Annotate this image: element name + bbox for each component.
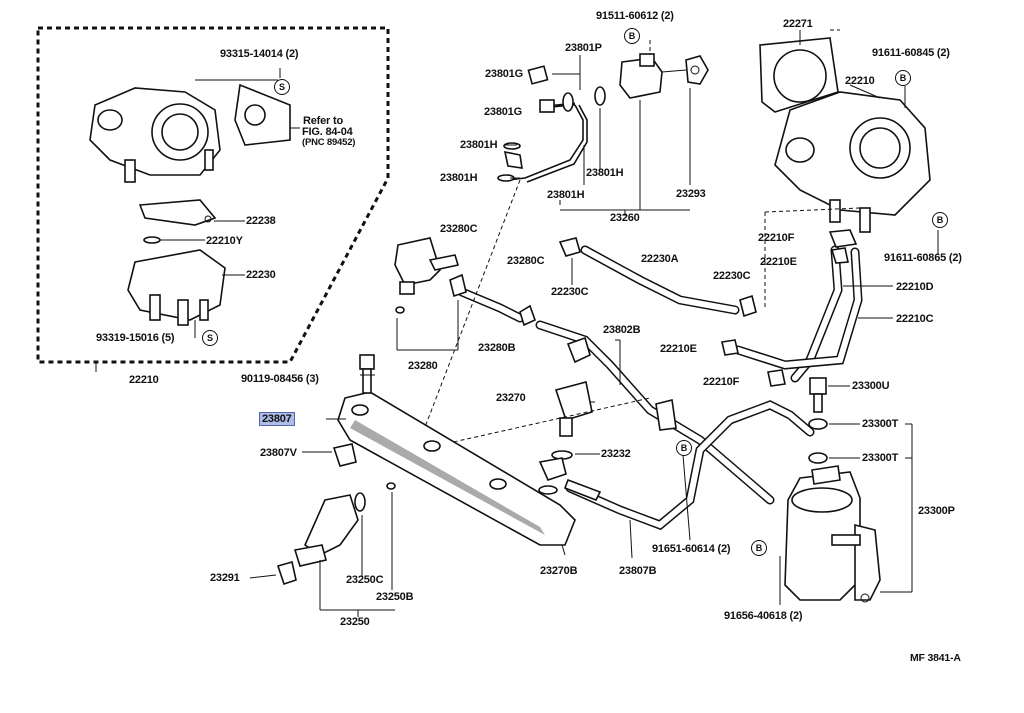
label-22210e-a[interactable]: 22210E: [760, 256, 797, 268]
label-23801h-b[interactable]: 23801H: [440, 172, 478, 184]
fuel-filter-23300p: [784, 465, 881, 603]
figure-reference-code: MF 3841-A: [910, 652, 961, 664]
label-22210c[interactable]: 22210C: [896, 313, 934, 325]
label-23280c-b[interactable]: 23280C: [507, 255, 545, 267]
label-23250c[interactable]: 23250C: [346, 574, 384, 586]
label-refer-to: Refer to: [303, 115, 343, 127]
gasket-22271: [759, 37, 839, 113]
label-23801h-c[interactable]: 23801H: [547, 189, 585, 201]
label-22210e-b[interactable]: 22210E: [660, 343, 697, 355]
label-93315[interactable]: 93315-14014 (2): [220, 48, 299, 60]
label-23250b[interactable]: 23250B: [376, 591, 414, 603]
fuel-pipe-23801p: [497, 65, 606, 183]
throttle-body-left: [89, 87, 221, 183]
label-22230a[interactable]: 22230A: [641, 253, 679, 265]
label-23807-selected[interactable]: 23807: [259, 412, 295, 426]
air-valve-22230: [127, 249, 226, 326]
insulator-23807v: [332, 443, 357, 467]
clamp-22230c-b: [739, 294, 757, 318]
label-22210-top[interactable]: 22210: [845, 75, 875, 87]
label-22210f-b[interactable]: 22210F: [703, 376, 740, 388]
pulsation-damper-23293: [619, 53, 709, 99]
label-23293[interactable]: 23293: [676, 188, 706, 200]
label-22230[interactable]: 22230: [246, 269, 276, 281]
label-23801p[interactable]: 23801P: [565, 42, 602, 54]
label-22210f-a[interactable]: 22210F: [758, 232, 795, 244]
label-23300p[interactable]: 23300P: [918, 505, 955, 517]
label-23801g-b[interactable]: 23801G: [484, 106, 522, 118]
s-badge-icon: S: [202, 330, 218, 346]
label-23260[interactable]: 23260: [610, 212, 640, 224]
delivery-pipe-23807: [337, 391, 576, 546]
label-22271[interactable]: 22271: [783, 18, 813, 30]
fuel-injector-23250: [276, 482, 396, 586]
label-91651[interactable]: 91651-60614 (2): [652, 543, 731, 555]
label-23300t-a[interactable]: 23300T: [862, 418, 899, 430]
throttle-plate-left: [234, 83, 291, 146]
label-23232[interactable]: 23232: [601, 448, 631, 460]
label-22210d[interactable]: 22210D: [896, 281, 934, 293]
label-93319[interactable]: 93319-15016 (5): [96, 332, 175, 344]
fuel-pressure-regulator-23270: [538, 381, 602, 502]
label-22230c-b[interactable]: 22230C: [713, 270, 751, 282]
label-refer-fig[interactable]: FIG. 84-04: [302, 126, 353, 138]
throttle-body-right: [774, 91, 931, 233]
label-91656[interactable]: 91656-40618 (2): [724, 610, 803, 622]
label-23280c-a[interactable]: 23280C: [440, 223, 478, 235]
clamps-22210f-e: [721, 229, 858, 387]
label-91611-a[interactable]: 91611-60845 (2): [872, 47, 950, 59]
label-22238[interactable]: 22238: [246, 215, 276, 227]
label-23807v[interactable]: 23807V: [260, 447, 297, 459]
label-23280[interactable]: 23280: [408, 360, 438, 372]
label-23807b[interactable]: 23807B: [619, 565, 657, 577]
label-23802b[interactable]: 23802B: [603, 324, 641, 336]
gasket-22238: [138, 199, 217, 226]
label-23291[interactable]: 23291: [210, 572, 240, 584]
label-23801g-a[interactable]: 23801G: [485, 68, 523, 80]
bolt-90119: [359, 354, 375, 394]
label-23280b[interactable]: 23280B: [478, 342, 516, 354]
label-23270[interactable]: 23270: [496, 392, 526, 404]
label-23801h-d[interactable]: 23801H: [586, 167, 624, 179]
b-badge-icon: B: [932, 212, 948, 228]
union-bolt-23300u: [808, 377, 828, 464]
leaders-left: [95, 68, 300, 372]
pressure-regulator-23280: [394, 237, 460, 314]
b-badge-icon: B: [895, 70, 911, 86]
b-badge-icon: B: [751, 540, 767, 556]
s-badge-icon: S: [274, 79, 290, 95]
b-badge-icon: B: [676, 440, 692, 456]
label-90119[interactable]: 90119-08456 (3): [241, 373, 319, 385]
label-23250[interactable]: 23250: [340, 616, 370, 628]
label-22210y[interactable]: 22210Y: [206, 235, 243, 247]
label-91611-b[interactable]: 91611-60865 (2): [884, 252, 962, 264]
label-23300t-b[interactable]: 23300T: [862, 452, 899, 464]
label-23270b[interactable]: 23270B: [540, 565, 578, 577]
label-23300u[interactable]: 23300U: [852, 380, 890, 392]
label-23801h-a[interactable]: 23801H: [460, 139, 498, 151]
b-badge-icon: B: [624, 28, 640, 44]
label-refer-pnc: (PNC 89452): [302, 137, 356, 148]
label-22210-box[interactable]: 22210: [129, 374, 159, 386]
throttle-assembly-dashed-box: [36, 26, 390, 364]
label-91511[interactable]: 91511-60612 (2): [596, 10, 674, 22]
clamp-22230c-a: [558, 237, 581, 285]
o-ring-22210y: [143, 236, 161, 244]
label-22230c-a[interactable]: 22230C: [551, 286, 589, 298]
